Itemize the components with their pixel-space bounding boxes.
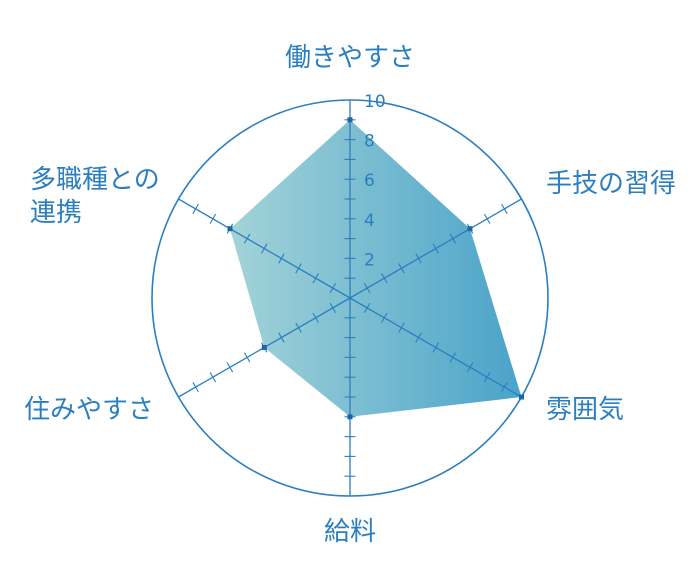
axis-tick [501,382,508,393]
axis-label: 給料 [324,517,376,547]
axis-tick [415,253,422,264]
axis-tick [209,213,217,224]
axis-tick [466,362,474,373]
axis-tick [432,342,439,353]
axis-tick [295,322,302,333]
axis-tick [243,233,251,244]
axis-tick [483,372,491,383]
axis-label: 雰囲気 [546,395,624,425]
axis-tick [295,263,302,274]
axis-tick [363,283,371,294]
axis-label: 働きやすさ [285,43,415,73]
data-point [347,414,353,420]
axis-tick [312,312,319,323]
axis-label: 住みやすさ [24,395,154,425]
axis-tick [192,203,199,214]
axis-tick [449,233,457,244]
axis-tick [261,243,268,254]
axis-tick [363,302,371,313]
tick-label: 2 [364,250,375,270]
data-point [261,345,267,350]
axis-tick [381,312,388,323]
axis-tick [381,273,388,284]
tick-label: 4 [364,211,375,231]
axis-tick [312,273,319,284]
data-point [227,226,233,232]
axis-tick [278,332,285,343]
axis-tick [278,253,285,264]
axis-label: 手技の習得 [546,169,676,199]
axis-tick [398,263,405,274]
axis-tick [329,283,337,294]
tick-label: 6 [364,171,375,191]
data-area [230,119,522,417]
data-point [347,117,353,123]
tick-label: 8 [364,132,375,152]
axis-tick [329,302,337,313]
data-point [467,226,473,232]
axis-tick [226,362,234,373]
axis-tick [449,352,457,363]
data-point [519,394,524,400]
axis-label: 連携 [30,198,82,228]
axis-tick [415,332,422,343]
axis-tick [192,382,199,393]
axis-tick [398,322,405,333]
axis-tick [501,203,508,214]
axis-tick [432,243,439,254]
axis-tick [243,352,251,363]
axis-tick [483,213,491,224]
axis-tick [209,372,217,383]
axis-label: 多職種との [30,165,160,195]
tick-label: 10 [364,92,386,112]
